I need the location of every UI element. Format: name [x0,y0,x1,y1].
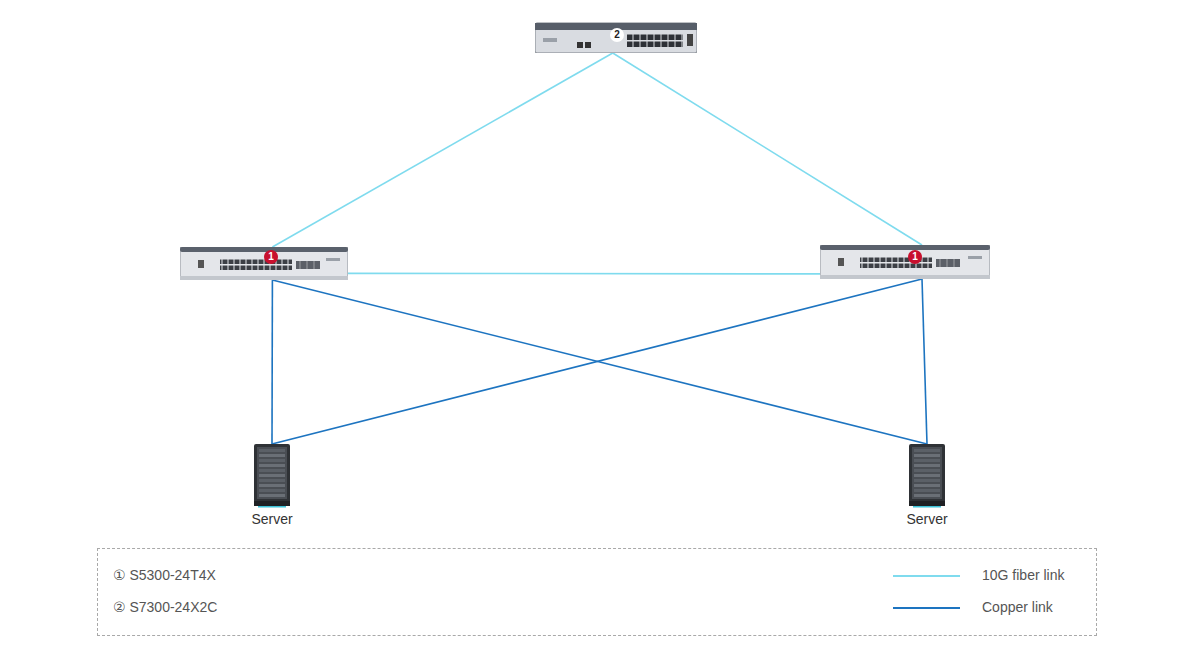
legend-text: ① S5300-24T4X [113,567,216,583]
legend-text: Copper link [982,599,1053,615]
server-node: Server [240,444,304,532]
server-icon [240,444,304,508]
fiber-link [348,273,820,275]
server-label: Server [895,511,959,527]
switch-node: 1 [820,245,990,279]
copper-link [922,279,927,444]
copper-link [272,279,922,444]
legend-line-sample [893,575,960,577]
fiber-link [613,53,922,245]
copper-link [271,280,273,444]
copper-link [272,280,927,444]
legend-text: ② S7300-24X2C [113,599,217,615]
legend-text: 10G fiber link [982,567,1064,583]
server-label: Server [240,511,304,527]
fiber-link [272,53,612,247]
legend-line-sample [893,607,960,609]
switch-node: 2 [535,20,697,53]
callout-number: 2 [610,28,624,42]
switch-node: 1 [180,247,348,280]
switch-icon [820,245,990,279]
callout-number: 1 [908,250,922,264]
switch-icon [180,247,348,280]
server-node: Server [895,444,959,532]
legend-box [97,548,1097,636]
server-icon [895,444,959,508]
callout-number: 1 [264,250,278,264]
